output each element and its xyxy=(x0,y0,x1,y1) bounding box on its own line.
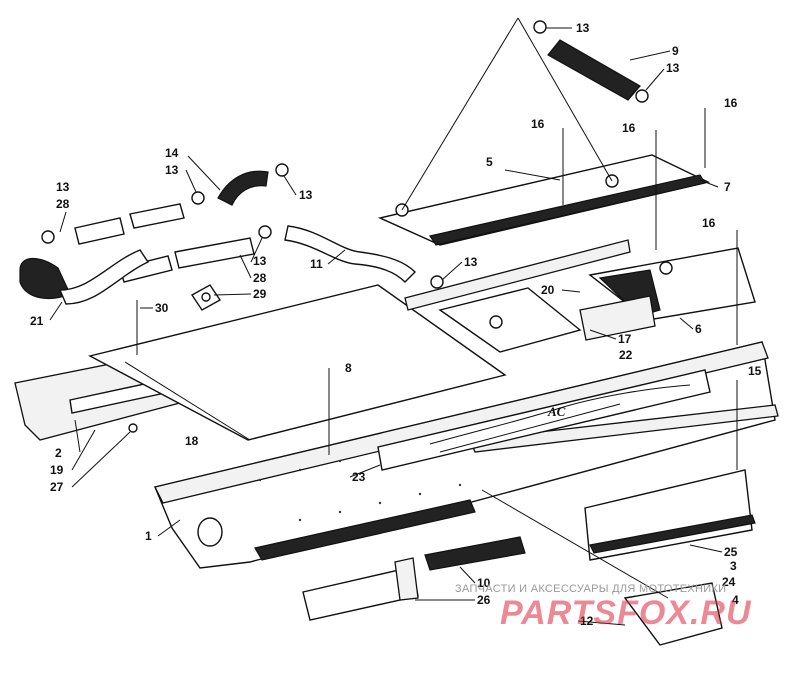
mount-plate-part xyxy=(623,582,723,646)
clamp-parts xyxy=(41,20,673,329)
callout-13: 13 xyxy=(464,255,478,269)
callout-25: 25 xyxy=(724,545,738,559)
floor-panel-part xyxy=(88,284,507,441)
callout-10: 10 xyxy=(477,576,491,590)
callout-14: 14 xyxy=(165,146,179,160)
callout-15: 15 xyxy=(748,364,762,378)
callout-27: 27 xyxy=(50,480,64,494)
hose-28-upper-part xyxy=(74,203,185,245)
callout-13: 13 xyxy=(576,21,590,35)
callout-23: 23 xyxy=(352,470,366,484)
callout-13: 13 xyxy=(253,254,267,268)
front-bracket-part xyxy=(302,557,419,621)
callout-16: 16 xyxy=(724,96,738,110)
watermark-logo: PARTSFOX.RU xyxy=(500,594,752,632)
callout-19: 19 xyxy=(50,463,64,477)
fastener-parts xyxy=(136,17,738,599)
callout-2: 2 xyxy=(55,446,62,460)
callout-26: 26 xyxy=(477,593,491,607)
callout-13: 13 xyxy=(56,180,70,194)
callout-20: 20 xyxy=(541,283,555,297)
callout-leaders xyxy=(49,27,723,626)
callout-29: 29 xyxy=(253,287,267,301)
decal-strip-part xyxy=(377,369,711,471)
callout-21: 21 xyxy=(30,314,44,328)
emblem-label: AC xyxy=(547,404,566,419)
callout-13: 13 xyxy=(299,188,313,202)
callout-17: 17 xyxy=(618,332,632,346)
callout-12: 12 xyxy=(580,614,594,628)
callout-30: 30 xyxy=(155,301,169,315)
callout-labels: 13 9 13 16 16 16 5 7 14 13 13 13 28 13 2… xyxy=(30,21,762,628)
callout-18: 18 xyxy=(185,434,199,448)
callout-11: 11 xyxy=(310,257,323,271)
hose-14-part xyxy=(217,170,269,206)
callout-7: 7 xyxy=(724,180,731,194)
callout-16: 16 xyxy=(531,117,545,131)
callout-28: 28 xyxy=(253,271,267,285)
callout-1: 1 xyxy=(145,529,152,543)
callout-4: 4 xyxy=(732,593,739,607)
top-panel-part xyxy=(377,154,711,246)
callout-8: 8 xyxy=(345,361,352,375)
callout-24: 24 xyxy=(722,575,736,589)
callout-5: 5 xyxy=(486,155,493,169)
callout-9: 9 xyxy=(672,44,679,58)
callout-13: 13 xyxy=(666,61,680,75)
hose-21-part xyxy=(19,249,150,305)
bottom-skid-part xyxy=(254,499,476,561)
hose-9-part xyxy=(547,39,641,101)
hose-11-part xyxy=(284,225,416,283)
rear-bracket-part xyxy=(584,469,756,561)
callout-6: 6 xyxy=(695,322,702,336)
small-plate-10-part xyxy=(424,536,526,571)
callout-22: 22 xyxy=(619,348,633,362)
callout-28: 28 xyxy=(56,197,70,211)
small-plate-part xyxy=(438,287,656,353)
watermark-caption: ЗАПЧАСТИ И АКСЕССУАРЫ ДЛЯ МОТОТЕХНИКИ xyxy=(455,583,727,595)
callout-13: 13 xyxy=(165,163,179,177)
hose-28-lower-part xyxy=(119,237,255,283)
callout-3: 3 xyxy=(730,559,737,573)
bracket-29-part xyxy=(190,284,222,311)
callout-16: 16 xyxy=(622,121,636,135)
callout-16: 16 xyxy=(702,216,716,230)
mid-floor-panel-part xyxy=(404,239,631,311)
